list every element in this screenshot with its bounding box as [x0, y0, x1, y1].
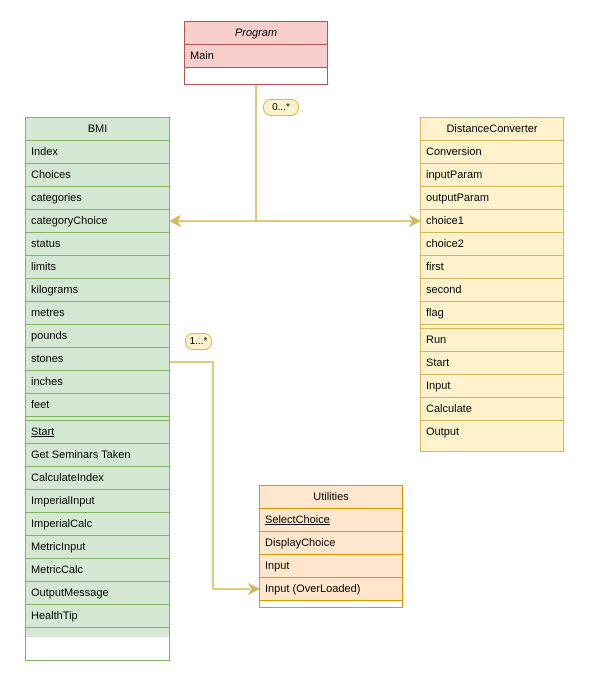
multiplicity-utilities-link: 1...*	[185, 333, 212, 350]
method: DisplayChoice	[260, 532, 402, 555]
attribute: Index	[26, 141, 169, 164]
attribute: pounds	[26, 325, 169, 348]
section-separator	[26, 417, 169, 421]
method: MetricCalc	[26, 559, 169, 582]
attribute: first	[421, 256, 563, 279]
attribute: metres	[26, 302, 169, 325]
method: Run	[421, 329, 563, 352]
method: ImperialCalc	[26, 513, 169, 536]
method: CalculateIndex	[26, 467, 169, 490]
attribute: categories	[26, 187, 169, 210]
attribute: Choices	[26, 164, 169, 187]
attribute: outputParam	[421, 187, 563, 210]
method: ImperialInput	[26, 490, 169, 513]
class-title: BMI	[26, 118, 169, 141]
stones-utilities-line	[170, 361, 250, 590]
class-program[interactable]: Program Main	[184, 21, 328, 85]
attribute: kilograms	[26, 279, 169, 302]
method: Input (OverLoaded)	[260, 578, 402, 601]
empty-section	[26, 637, 169, 660]
attribute: stones	[26, 348, 169, 371]
empty-section	[185, 68, 327, 84]
class-bmi[interactable]: BMI Index Choices categories categoryCho…	[25, 117, 170, 661]
method: Input	[260, 555, 402, 578]
attribute: choice1	[421, 210, 563, 233]
method: Start	[421, 352, 563, 375]
attribute: second	[421, 279, 563, 302]
class-distance-converter[interactable]: DistanceConverter Conversion inputParam …	[420, 117, 564, 452]
attribute: feet	[26, 394, 169, 417]
method: Input	[421, 375, 563, 398]
method: MetricInput	[26, 536, 169, 559]
class-utilities[interactable]: Utilities SelectChoice DisplayChoice Inp…	[259, 485, 403, 608]
arrow-to-bmi	[168, 214, 182, 228]
attribute: Main	[185, 45, 327, 68]
attribute: inputParam	[421, 164, 563, 187]
method-static: SelectChoice	[260, 509, 402, 532]
method: Calculate	[421, 398, 563, 421]
multiplicity-program-link: 0...*	[263, 99, 299, 116]
class-title: Program	[185, 22, 327, 45]
method-static: Start	[26, 421, 169, 444]
method: OutputMessage	[26, 582, 169, 605]
method: HealthTip	[26, 605, 169, 628]
empty-section	[260, 601, 402, 607]
arrow-to-converter	[408, 214, 422, 228]
method: Output	[426, 426, 460, 438]
attribute: inches	[26, 371, 169, 394]
attribute: categoryChoice	[26, 210, 169, 233]
attribute: choice2	[421, 233, 563, 256]
method: Get Seminars Taken	[26, 444, 169, 467]
attribute: limits	[26, 256, 169, 279]
section-separator	[421, 325, 563, 329]
attribute: status	[26, 233, 169, 256]
attribute: flag	[421, 302, 563, 325]
class-title: DistanceConverter	[421, 118, 563, 141]
attribute: Conversion	[421, 141, 563, 164]
class-title: Utilities	[260, 486, 402, 509]
arrow-to-utilities	[247, 582, 261, 596]
